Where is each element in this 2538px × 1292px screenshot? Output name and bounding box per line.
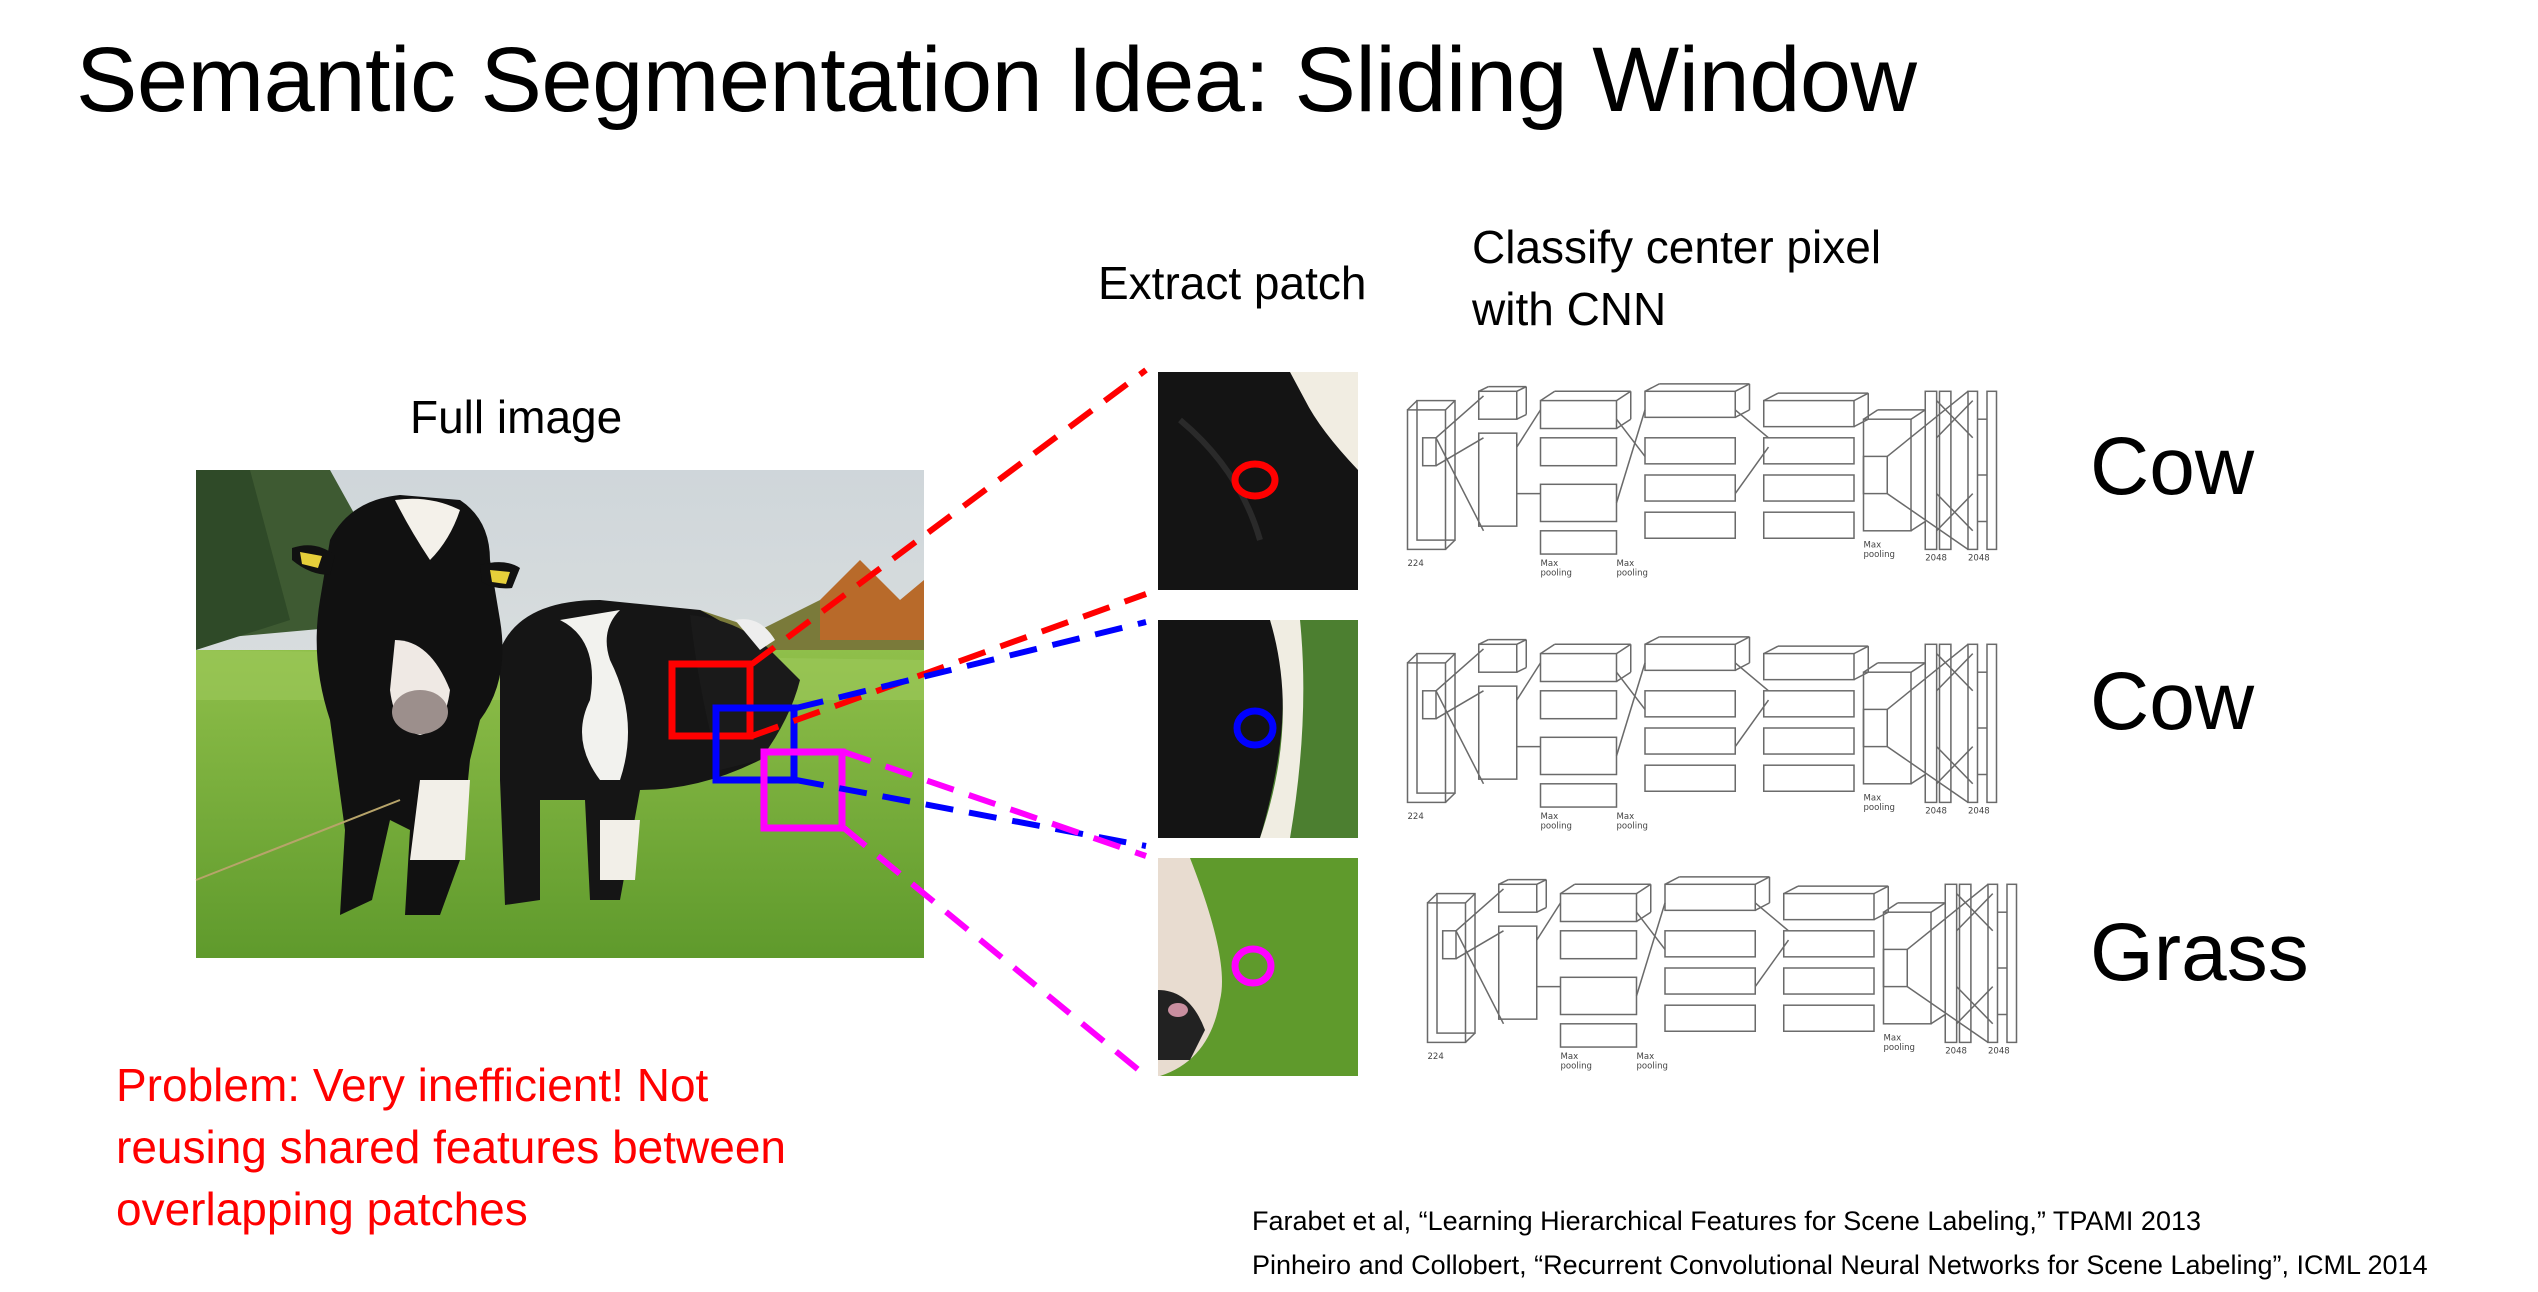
class-label-1: Cow xyxy=(2090,421,2255,512)
problem-statement: Problem: Very inefficient! Not reusing s… xyxy=(116,1054,916,1240)
magenta-connector-bottom xyxy=(842,825,1148,1079)
problem-line-2: reusing shared features between xyxy=(116,1121,786,1173)
classify-label-line2: with CNN xyxy=(1472,283,1667,335)
extract-patch-label: Extract patch xyxy=(1098,257,1367,309)
cnn-diagram-3 xyxy=(1426,876,2018,1071)
red-patch-box xyxy=(668,660,754,740)
magenta-center-pixel xyxy=(1231,945,1275,987)
full-image-label: Full image xyxy=(410,391,623,443)
cnn-diagram-2 xyxy=(1406,636,1998,831)
classify-label: Classify center pixel with CNN xyxy=(1472,216,1881,340)
class-label-3: Grass xyxy=(2090,907,2309,998)
patch-3 xyxy=(1158,858,1358,1076)
problem-line-1: Problem: Very inefficient! Not xyxy=(116,1059,709,1111)
red-center-pixel xyxy=(1231,460,1279,500)
magenta-connector-top xyxy=(843,749,1147,859)
blue-patch-box xyxy=(712,704,798,784)
blue-center-pixel xyxy=(1233,707,1277,749)
patch-2 xyxy=(1158,620,1358,838)
classify-label-line1: Classify center pixel xyxy=(1472,221,1882,273)
red-connector-top xyxy=(750,367,1148,667)
class-label-2: Cow xyxy=(2090,656,2255,747)
patch-1 xyxy=(1158,372,1358,590)
blue-connector-top xyxy=(795,619,1147,711)
red-connector-bottom xyxy=(750,591,1148,739)
slide-title: Semantic Segmentation Idea: Sliding Wind… xyxy=(76,29,1917,131)
full-image xyxy=(195,470,924,958)
blue-connector-bottom xyxy=(795,777,1147,849)
problem-line-3: overlapping patches xyxy=(116,1183,528,1235)
citation-1: Farabet et al, “Learning Hierarchical Fe… xyxy=(1252,1206,2201,1236)
citation-2: Pinheiro and Collobert, “Recurrent Convo… xyxy=(1252,1250,2428,1280)
cnn-diagram-1 xyxy=(1406,383,1998,578)
